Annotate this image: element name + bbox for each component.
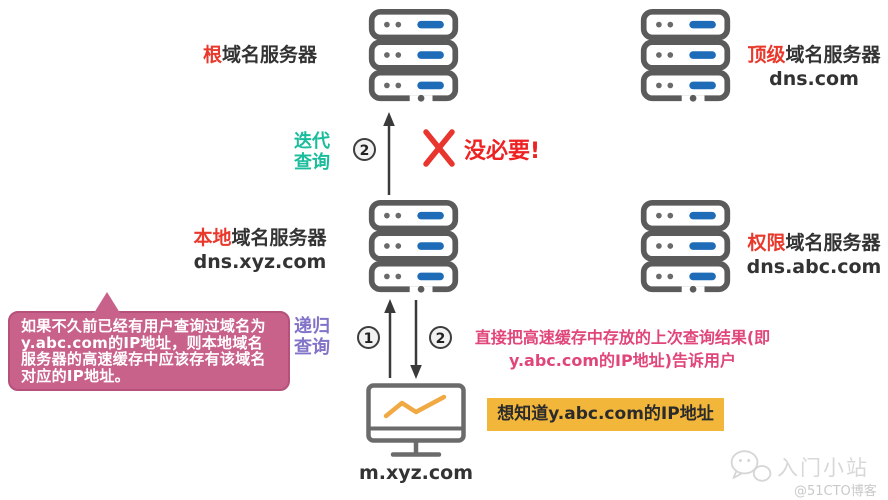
cache-note-bubble: 如果不久前已经有用户查询过域名为y.abc.com的IP地址，则本地域名服务器的…: [8, 292, 290, 391]
iterative-query-line1: 迭代: [294, 131, 330, 152]
iterative-query-line2: 查询: [294, 152, 330, 173]
local-server-label-rest: 域名服务器: [231, 227, 327, 249]
step-badge-iterative: 2: [353, 138, 376, 161]
tld-server-icon: [638, 8, 733, 103]
auth-server-icon: [638, 199, 733, 294]
cache-reply-line1: 直接把高速缓存中存放的上次查询结果(即: [474, 328, 771, 347]
watermark-site: 入门小站: [777, 456, 869, 480]
tld-server-label-rest: 域名服务器: [785, 44, 881, 66]
cache-reply-line2: y.abc.com的IP地址)告诉用户: [509, 351, 736, 370]
local-server-name: 本地域名服务器: [170, 226, 350, 250]
not-necessary-label: 没必要!: [464, 139, 541, 164]
client-host-label: m.xyz.com: [358, 462, 474, 484]
x-mark-icon: [423, 129, 455, 167]
tld-server-name: 顶级域名服务器: [738, 43, 888, 67]
root-server-label-highlight: 根: [202, 44, 222, 66]
recursive-reply-arrow-down-icon: [410, 300, 422, 379]
recursive-query-line2: 查询: [294, 337, 330, 358]
local-server-label-highlight: 本地: [193, 227, 232, 249]
root-server-icon: [366, 8, 461, 103]
root-server-label-rest: 域名服务器: [222, 44, 318, 66]
cache-reply-note: 直接把高速缓存中存放的上次查询结果(即 y.abc.com的IP地址)告诉用户: [455, 326, 790, 372]
tld-server-label-highlight: 顶级: [747, 44, 786, 66]
watermark-handle: @51CTO博客: [794, 484, 877, 499]
auth-server-label-rest: 域名服务器: [785, 232, 881, 254]
iterative-query-arrow-up-icon: [383, 112, 395, 195]
auth-server-label: 权限域名服务器 dns.abc.com: [738, 231, 888, 279]
auth-server-domain: dns.abc.com: [746, 256, 882, 278]
iterative-query-label: 迭代 查询: [286, 131, 338, 173]
bubble-tail: [94, 292, 120, 313]
tld-server-domain: dns.com: [769, 68, 859, 90]
step-badge-request: 1: [357, 326, 380, 349]
auth-server-label-highlight: 权限: [747, 232, 786, 254]
client-request-banner: 想知道y.abc.com的IP地址: [487, 398, 724, 431]
local-server-icon: [366, 199, 461, 294]
root-server-label: 根域名服务器: [170, 43, 350, 67]
auth-server-name: 权限域名服务器: [738, 231, 888, 255]
local-server-domain: dns.xyz.com: [193, 251, 327, 273]
recursive-query-line1: 递归: [294, 316, 330, 337]
tld-server-label: 顶级域名服务器 dns.com: [738, 43, 888, 91]
cache-note-text: 如果不久前已经有用户查询过域名为y.abc.com的IP地址，则本地域名服务器的…: [21, 317, 266, 385]
step-badge-reply: 2: [429, 326, 452, 349]
recursive-query-label: 递归 查询: [286, 316, 338, 358]
client-monitor-icon: [366, 383, 466, 461]
recursive-request-arrow-up-icon: [384, 299, 396, 378]
local-server-label: 本地域名服务器 dns.xyz.com: [170, 226, 350, 274]
watermark-chat-logo-icon: [727, 448, 775, 484]
